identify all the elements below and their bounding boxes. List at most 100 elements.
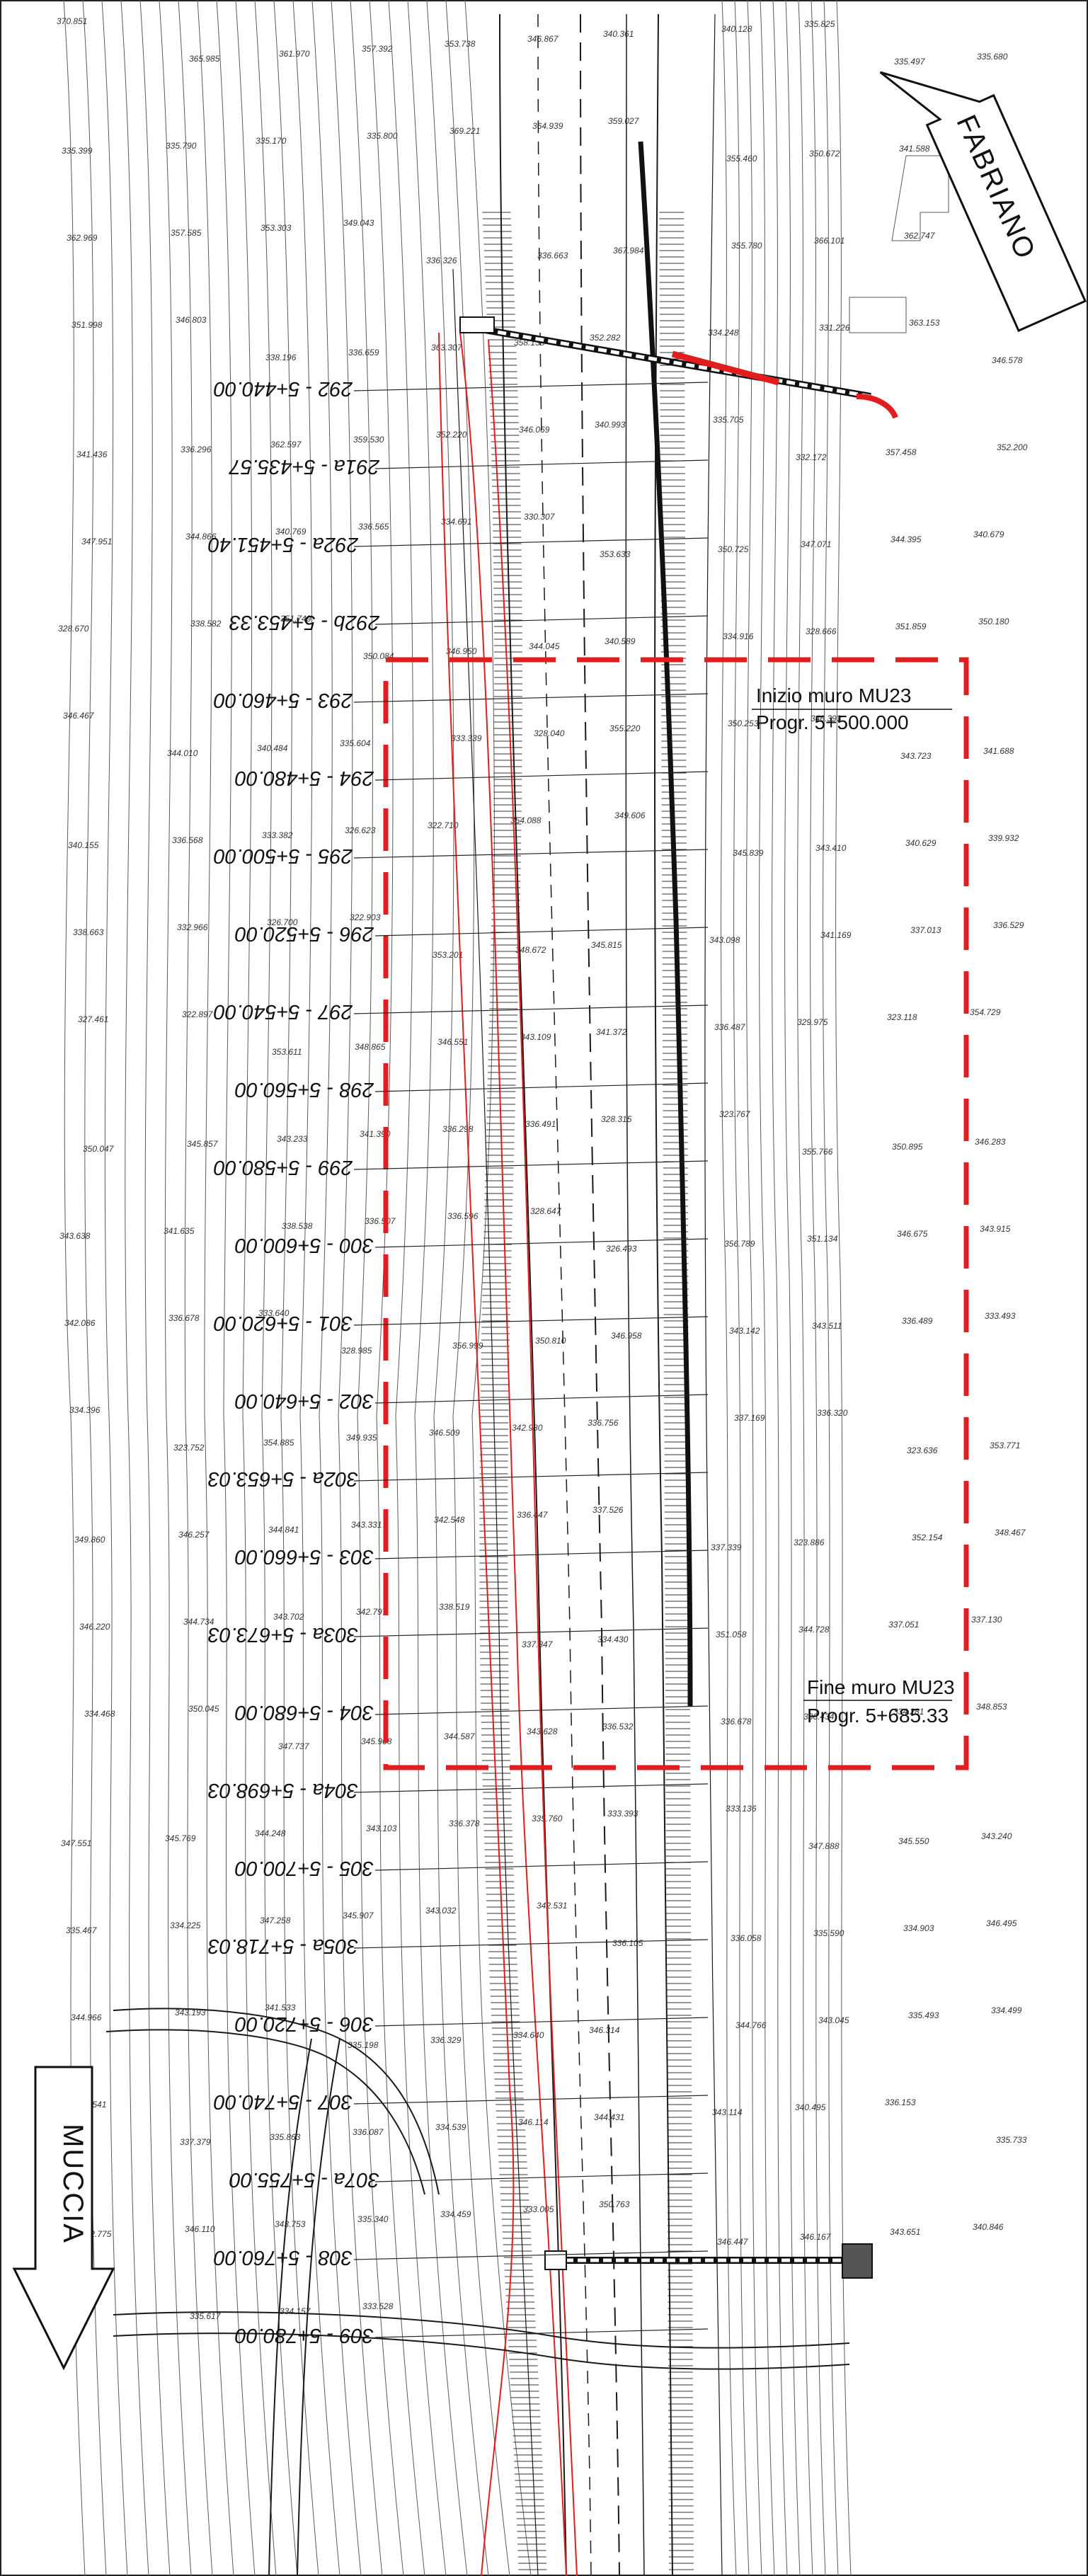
spot-height: 338.663 [73,927,104,937]
spot-height: 336.659 [348,348,379,357]
chainage-label: 306 - 5+720.00 [235,2013,374,2035]
spot-height: 344.010 [167,748,198,758]
spot-height: 357.458 [886,447,917,457]
spot-height: 353.611 [272,1047,302,1057]
spot-height: 340.629 [905,838,937,848]
retaining-wall-mu23 [638,141,693,1707]
cross-section-line [353,1783,709,1793]
spot-height: 353.201 [433,950,463,960]
direction-arrow-north: FABRIANO [879,71,1087,333]
spot-height: 334.916 [723,631,754,641]
spot-height: 345.815 [591,940,622,950]
spot-height: 335.800 [367,131,398,141]
spot-height: 345.907 [343,1911,374,1920]
contour-line [784,0,801,2576]
spot-height: 352.282 [590,333,621,343]
spot-height: 323.767 [719,1109,751,1119]
chainage-label: 304a - 5+698.03 [208,1779,358,1802]
cross-section-line [353,2095,709,2105]
spot-height: 341.169 [820,930,852,940]
spot-height: 341.588 [899,144,930,154]
spot-height: 336.329 [430,2035,462,2045]
old-road-right [704,13,723,2576]
contour-line [721,0,737,2576]
spot-height: 344.966 [71,2013,102,2022]
contour-line [746,0,762,2576]
chainage-label: 303a - 5+673.03 [208,1623,358,1646]
chainage-label: 308 - 5+760.00 [214,2246,353,2269]
spot-height: 341.533 [265,2003,296,2013]
spot-height: 326.700 [267,917,298,927]
spot-height: 340.589 [605,636,636,646]
spot-height: 340.361 [603,29,634,39]
spot-height: 361.970 [279,49,310,59]
contour-line [197,0,234,2576]
spot-height: 340.846 [973,2222,1004,2232]
spot-height: 336.678 [721,1717,752,1727]
spot-height: 333.493 [985,1311,1016,1321]
culvert-north [459,316,898,419]
terrain-contours [63,0,949,2576]
spot-height: 337.339 [711,1542,742,1552]
chainage-label: 292b - 5+453.33 [229,611,380,634]
contour-line [407,0,468,2576]
embankment-slopes [479,212,694,2570]
spot-height: 341.436 [76,450,108,459]
spot-height: 334.248 [708,328,739,338]
contour-line [254,0,298,2576]
spot-height: 349.043 [343,218,374,228]
contour-line [733,0,750,2576]
spot-height: 335.493 [908,2010,939,2020]
spot-height: 334.539 [435,2122,466,2132]
spot-height: 343.114 [712,2107,743,2117]
contour-line [426,0,489,2576]
spot-height: 355.766 [802,1147,833,1157]
spot-height: 343.142 [729,1326,760,1336]
chainage-label: 297 - 5+540.00 [214,1000,353,1023]
spot-height: 346.167 [800,2232,832,2242]
spot-height: 362.597 [270,440,302,450]
spot-height: 336.663 [537,251,568,261]
spot-height: 347.071 [801,539,831,549]
chainage-label: 300 - 5+600.00 [235,1234,374,1256]
spot-height: 351.859 [895,622,927,631]
spot-height: 355.780 [731,241,762,251]
spot-height: 337.847 [522,1639,554,1649]
spot-height: 332.966 [177,922,208,932]
spot-height: 337.051 [888,1620,919,1630]
spot-height: 344.248 [255,1828,286,1838]
spot-height: 328.985 [341,1346,372,1356]
spot-height: 336.105 [612,1938,643,1948]
spot-height: 356.999 [452,1341,483,1351]
spot-height: 336.596 [447,1211,479,1221]
chainage-label: 295 - 5+500.00 [214,845,353,867]
spot-height: 346.495 [986,1918,1017,1928]
chainage-label: 302 - 5+640.00 [235,1390,374,1412]
cross-section-line [374,2173,709,2182]
contour-line [273,0,319,2576]
spot-height: 337.379 [180,2137,211,2147]
spot-height: 340.679 [973,529,1004,539]
spot-height: 340.155 [68,840,99,850]
spot-height: 336.756 [588,1418,619,1428]
chainage-label: 296 - 5+520.00 [235,922,374,945]
spot-height: 332.172 [796,452,827,462]
spot-height: 346.447 [717,2237,749,2247]
spot-height: 349.606 [614,811,646,820]
spot-height: 346.578 [992,355,1023,365]
cross-section-line [374,459,709,469]
chainage-label: 294 - 5+480.00 [235,767,374,789]
spot-height: 336.153 [885,2097,916,2107]
spot-height: 334.903 [903,1923,934,1933]
spot-height: 353.771 [990,1441,1020,1450]
cross-section-line [374,2017,709,2027]
spot-height: 334.225 [170,1920,201,1930]
spot-height: 350.672 [809,149,840,159]
spot-height: 336.058 [731,1933,762,1943]
cross-section-line [374,771,709,781]
spot-height: 344.045 [529,641,560,651]
wall-start-title: Inizio muro MU23 [756,685,911,706]
